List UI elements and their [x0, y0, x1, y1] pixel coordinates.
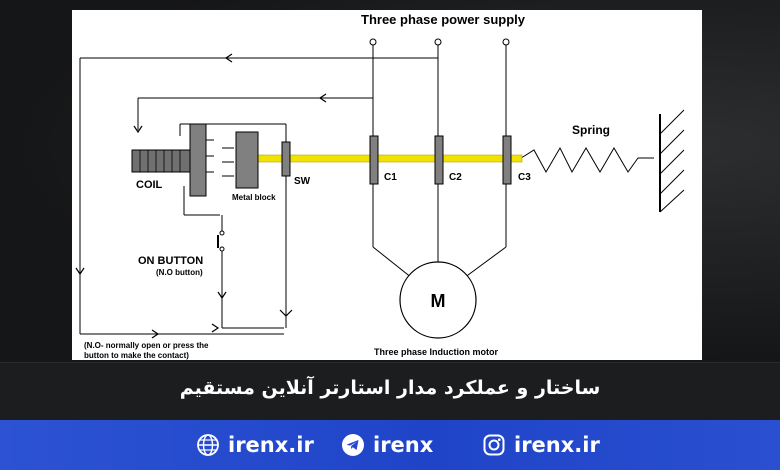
motor-label: Three phase Induction motor	[374, 347, 499, 357]
motor-circle	[399, 261, 477, 339]
note-line-1: (N.O- normally open or press the	[84, 341, 209, 350]
circuit-diagram-svg: Three phase power supply COIL Metal bloc…	[75, 12, 685, 360]
no-button-label: (N.O button)	[156, 268, 203, 277]
caption-bar: ساختار و عملکرد مدار استارتر آنلاین مستق…	[0, 362, 780, 421]
c2-contact	[434, 135, 444, 185]
instagram-text: irenx.ir	[514, 433, 600, 457]
circuit-diagram: Three phase power supply COIL Metal bloc…	[72, 10, 702, 360]
diagram-title: Three phase power supply	[361, 12, 526, 27]
motor-symbol: M	[431, 291, 446, 311]
armature	[189, 123, 207, 197]
c3-contact	[502, 135, 512, 185]
footer-bar: irenx.ir irenx irenx.ir	[0, 420, 780, 470]
on-button-label: ON BUTTON	[138, 255, 203, 267]
yellow-rod	[257, 154, 523, 163]
c1-label: C1	[384, 172, 397, 183]
c2-label: C2	[449, 172, 462, 183]
website-link[interactable]: irenx.ir	[196, 420, 314, 470]
coil-label: COIL	[136, 179, 163, 191]
coil-core	[131, 149, 191, 173]
www-globe-icon	[197, 434, 219, 456]
metal-block-label: Metal block	[232, 193, 276, 202]
telegram-text: irenx	[373, 433, 434, 457]
flow-arrows	[75, 53, 327, 339]
sw-label: SW	[294, 176, 311, 187]
telegram-link[interactable]: irenx	[341, 420, 433, 470]
note-line-2: button to make the contact)	[84, 351, 189, 360]
supply-terminal-3	[502, 38, 510, 46]
supply-terminal-2	[434, 38, 442, 46]
instagram-link[interactable]: irenx.ir	[482, 420, 600, 470]
supply-terminal-1	[369, 38, 377, 46]
spring-label: Spring	[572, 123, 610, 137]
telegram-icon	[342, 434, 364, 456]
c1-contact	[369, 135, 379, 185]
c3-label: C3	[518, 172, 531, 183]
metal-block	[235, 131, 259, 189]
website-text: irenx.ir	[228, 433, 314, 457]
wires	[79, 38, 685, 335]
sw-contact	[281, 141, 291, 177]
caption-text: ساختار و عملکرد مدار استارتر آنلاین مستق…	[179, 377, 601, 399]
coil-windings	[139, 150, 181, 172]
instagram-icon	[483, 434, 505, 456]
